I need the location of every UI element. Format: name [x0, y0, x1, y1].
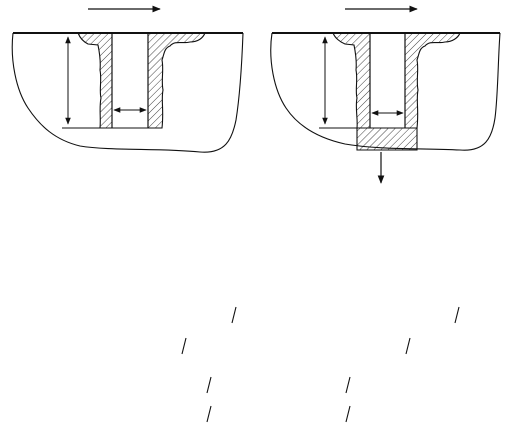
slash-mark — [405, 337, 411, 355]
slash-mark — [345, 376, 351, 394]
right-hatched-layer-left — [332, 32, 371, 129]
right-groove — [369, 33, 406, 129]
slash-mark — [454, 306, 460, 324]
slash-mark — [181, 337, 187, 355]
left-groove — [111, 33, 149, 129]
slash-mark — [231, 306, 237, 324]
slash-mark — [345, 405, 351, 423]
left-workpiece-outline — [11, 32, 244, 153]
left-hatched-layer-right — [147, 32, 206, 129]
left-hatched-layer-left — [77, 32, 113, 129]
slash-mark — [206, 405, 212, 423]
right-panel — [270, 5, 501, 184]
slash-marks — [181, 306, 460, 423]
slash-mark — [206, 376, 212, 394]
left-panel — [11, 5, 244, 153]
right-hatched-layer-right — [404, 32, 461, 129]
right-hatched-layer-bottom — [356, 127, 418, 151]
